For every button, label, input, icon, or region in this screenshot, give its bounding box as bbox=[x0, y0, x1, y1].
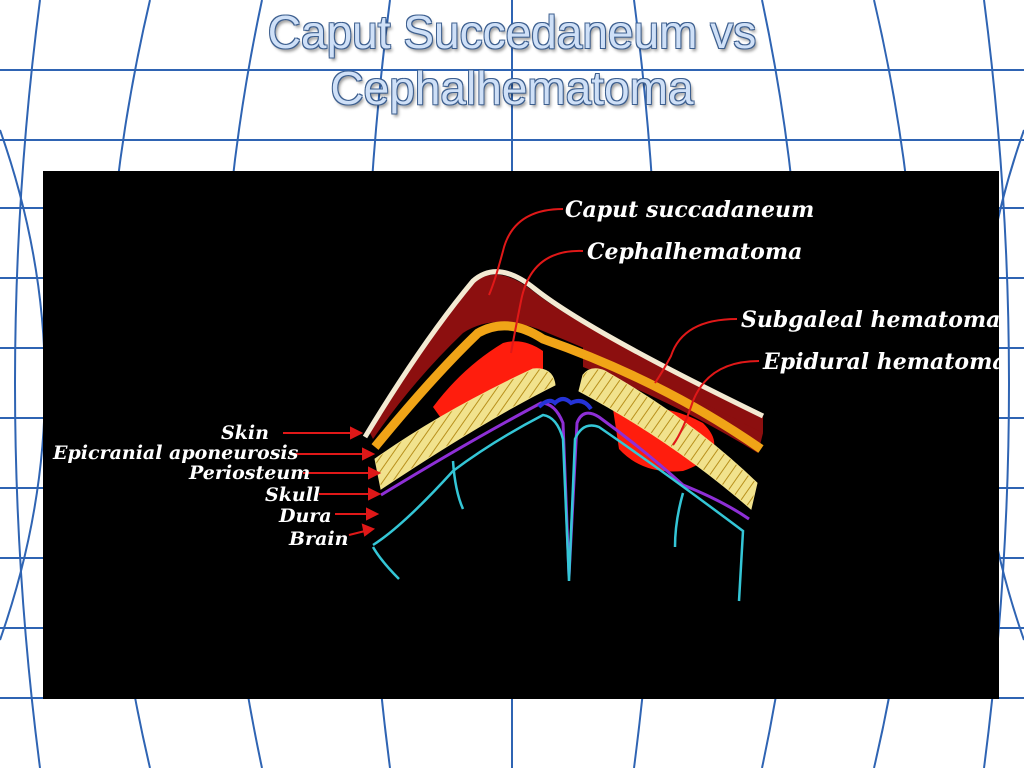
slide-title-line-1: Caput Succedaneum vs bbox=[267, 6, 757, 58]
skull-right-plate bbox=[578, 368, 758, 510]
label-subgaleal-hematoma: Subgaleal hematoma bbox=[741, 307, 999, 333]
brain-sulcus-right bbox=[673, 492, 685, 548]
leader-subgaleal-hematoma bbox=[654, 318, 738, 384]
caput-succedaneum-region bbox=[368, 274, 763, 439]
arrowhead-epicranial bbox=[362, 447, 376, 461]
sagittal-sinus bbox=[537, 397, 593, 411]
leader-epidural-hematoma bbox=[672, 360, 760, 446]
label-brain: Brain bbox=[288, 528, 348, 550]
arrowhead-skin bbox=[350, 426, 364, 440]
arrow-brain bbox=[348, 530, 366, 536]
dura-layer bbox=[380, 401, 750, 577]
slide-title: Caput Succedaneum vs Cephalhematoma bbox=[0, 4, 1024, 116]
brain-sulcus-left bbox=[451, 460, 465, 510]
arrowhead-brain bbox=[361, 523, 376, 537]
label-periosteum: Periosteum bbox=[188, 462, 310, 484]
label-skull: Skull bbox=[265, 484, 320, 506]
label-caput-succadaneum: Caput succadaneum bbox=[565, 197, 814, 223]
skin-layer bbox=[362, 269, 765, 439]
arrowhead-periosteum bbox=[368, 466, 382, 480]
arrowhead-dura bbox=[366, 507, 380, 521]
arrowhead-skull bbox=[368, 487, 382, 501]
brain-sulcus-lower-left bbox=[371, 546, 400, 580]
label-cephalhematoma: Cephalhematoma bbox=[587, 239, 802, 265]
leader-caput-succadaneum bbox=[488, 208, 564, 296]
scalp-layers-diagram: Caput succadaneum Cephalhematoma Subgale… bbox=[43, 171, 999, 699]
brain-surface bbox=[372, 413, 745, 602]
label-dura: Dura bbox=[278, 505, 332, 527]
label-epicranial-aponeurosis: Epicranial aponeurosis bbox=[52, 442, 299, 464]
epicranial-aponeurosis-layer bbox=[371, 321, 764, 453]
label-skin: Skin bbox=[221, 422, 269, 444]
cephalhematoma-region bbox=[433, 341, 543, 421]
skull-left-plate bbox=[374, 368, 556, 490]
label-epidural-hematoma: Epidural hematoma bbox=[762, 349, 999, 375]
leader-cephalhematoma bbox=[510, 249, 584, 354]
slide-title-line-2: Cephalhematoma bbox=[330, 62, 694, 114]
